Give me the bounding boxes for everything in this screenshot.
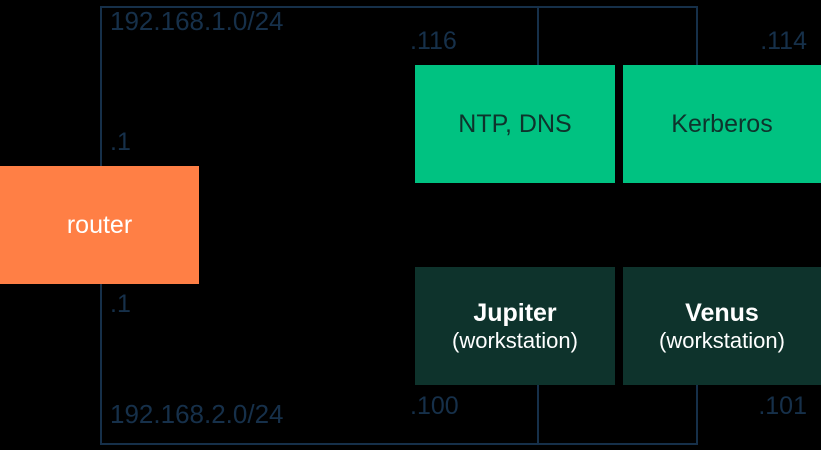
subnet-label-bottom: 192.168.2.0/24 xyxy=(110,399,284,429)
subnet-rail-bottom xyxy=(100,443,698,445)
node-jupiter-label: Jupiter xyxy=(473,298,557,327)
drop-line-kerberos xyxy=(696,6,698,66)
node-ntp-dns[interactable]: NTP, DNS xyxy=(415,65,615,183)
host-address-kerberos: .114 xyxy=(760,27,807,55)
node-ntp-dns-label: NTP, DNS xyxy=(458,109,572,138)
node-jupiter-sublabel: (workstation) xyxy=(452,327,578,353)
router-interface-address-bottom: .1 xyxy=(110,290,131,318)
node-venus[interactable]: Venus (workstation) xyxy=(623,267,821,385)
host-address-ntp-dns: .116 xyxy=(410,27,457,55)
node-router[interactable]: router xyxy=(0,166,199,284)
subnet-rail-top xyxy=(100,6,698,8)
riser-line-jupiter xyxy=(537,385,539,445)
host-address-jupiter: .100 xyxy=(410,392,459,420)
host-address-venus: .101 xyxy=(758,392,807,420)
drop-line-ntp-dns xyxy=(537,6,539,66)
node-jupiter[interactable]: Jupiter (workstation) xyxy=(415,267,615,385)
subnet-label-top: 192.168.1.0/24 xyxy=(110,6,284,36)
node-kerberos-label: Kerberos xyxy=(671,109,773,138)
router-interface-address-top: .1 xyxy=(110,128,131,156)
node-kerberos[interactable]: Kerberos xyxy=(623,65,821,183)
node-venus-label: Venus xyxy=(685,298,759,327)
riser-line-venus xyxy=(696,385,698,445)
node-venus-sublabel: (workstation) xyxy=(659,327,785,353)
node-router-label: router xyxy=(66,210,133,239)
